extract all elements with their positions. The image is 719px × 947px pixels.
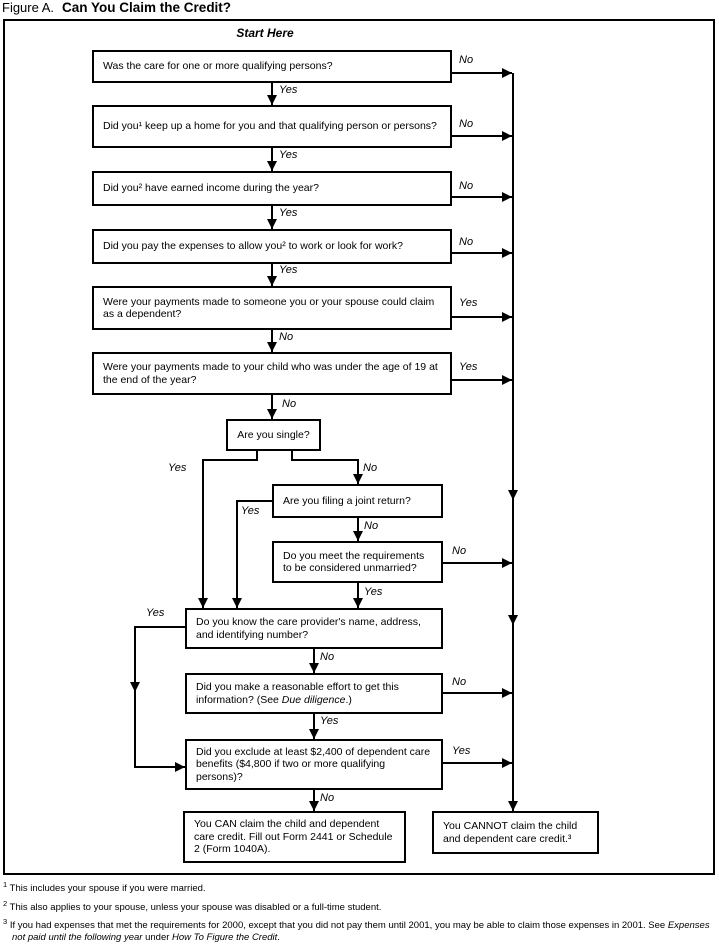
label-provider-yes: Yes (146, 607, 165, 619)
label-q5-yes: Yes (459, 297, 478, 309)
label-unmarried-yes: Yes (364, 586, 383, 598)
label-single-yes: Yes (168, 462, 187, 474)
box-considered-unmarried: Do you meet the requirements to be consi… (272, 541, 443, 583)
label-q1-no: No (459, 54, 474, 66)
box-result-cannot-claim: You CANNOT claim the child and dependent… (432, 811, 599, 854)
label-q3-yes: Yes (279, 207, 298, 219)
footnote-3-mid: under (142, 932, 173, 944)
label-exclude-yes: Yes (452, 745, 471, 757)
start-here-label: Start Here (236, 26, 294, 40)
label-q4-no: No (459, 236, 474, 248)
label-q1-yes: Yes (279, 84, 298, 96)
label-provider-no: No (320, 651, 335, 663)
footnote-3-italic2: How To Figure the Credit (172, 932, 278, 944)
label-joint-yes: Yes (241, 505, 260, 517)
box-pay-expenses: Did you pay the expenses to allow you² t… (92, 229, 452, 264)
footnote-2-marker: 2 (3, 898, 8, 908)
box-qualifying-persons: Was the care for one or more qualifying … (92, 50, 452, 83)
flowchart-border (3, 19, 715, 875)
label-single-no: No (363, 462, 378, 474)
footnote-1-marker: 1 (3, 880, 8, 889)
footnote-3-post: . (277, 932, 280, 944)
figure-title: Figure A. Can You Claim the Credit? (2, 0, 231, 15)
footnotes: 1 This includes your spouse if you were … (3, 879, 715, 947)
box-exclude-benefits: Did you exclude at least $2,400 of depen… (185, 739, 443, 790)
label-q2-no: No (459, 118, 474, 130)
label-q6-yes: Yes (459, 361, 478, 373)
box-keep-up-home: Did you¹ keep up a home for you and that… (92, 105, 452, 148)
branch-lines (134, 451, 363, 811)
box-care-provider-info: Do you know the care provider's name, ad… (185, 608, 443, 649)
footnote-1-text: This includes your spouse if you were ma… (9, 883, 206, 895)
box-are-you-single: Are you single? (226, 419, 321, 451)
mid-line-direction-arrows (130, 490, 518, 692)
box-payments-dependent: Were your payments made to someone you o… (92, 286, 452, 330)
footnote-3-marker: 3 (3, 917, 8, 927)
figure-label: Figure A. (2, 0, 55, 15)
label-q5-no: No (279, 331, 294, 343)
label-effort-yes: Yes (320, 715, 339, 727)
footnote-3-italic1: Expenses not paid until the following ye… (12, 920, 710, 944)
reasonable-effort-post: .) (345, 693, 352, 706)
box-reasonable-effort: Did you make a reasonable effort to get … (185, 673, 443, 714)
footnote-2-text: This also applies to your spouse, unless… (9, 901, 382, 913)
label-q6-no: No (282, 398, 297, 410)
label-joint-no: No (364, 520, 379, 532)
footnote-1: 1 This includes your spouse if you were … (3, 879, 715, 895)
label-exclude-no: No (320, 792, 335, 804)
reasonable-effort-text: Did you make a reasonable effort to get … (196, 681, 434, 706)
right-side-connectors (442, 68, 512, 768)
box-earned-income: Did you² have earned income during the y… (92, 171, 452, 206)
due-diligence-italic: Due diligence (281, 693, 346, 706)
figure-heading: Can You Claim the Credit? (62, 0, 232, 15)
box-joint-return: Are you filing a joint return? (272, 484, 443, 518)
footnote-2: 2 This also applies to your spouse, unle… (3, 898, 715, 914)
label-q2-yes: Yes (279, 149, 298, 161)
label-effort-no: No (452, 676, 467, 688)
label-q4-yes: Yes (279, 264, 298, 276)
box-result-can-claim: You CAN claim the child and dependent ca… (183, 811, 406, 863)
label-unmarried-no: No (452, 545, 467, 557)
label-q3-no: No (459, 180, 474, 192)
footnote-3: 3 If you had expenses that met the requi… (3, 916, 715, 944)
box-payments-child: Were your payments made to your child wh… (92, 352, 452, 395)
reasonable-effort-pre: Did you make a reasonable effort to get … (196, 681, 399, 706)
footnote-3-pre: If you had expenses that met the require… (9, 920, 668, 932)
